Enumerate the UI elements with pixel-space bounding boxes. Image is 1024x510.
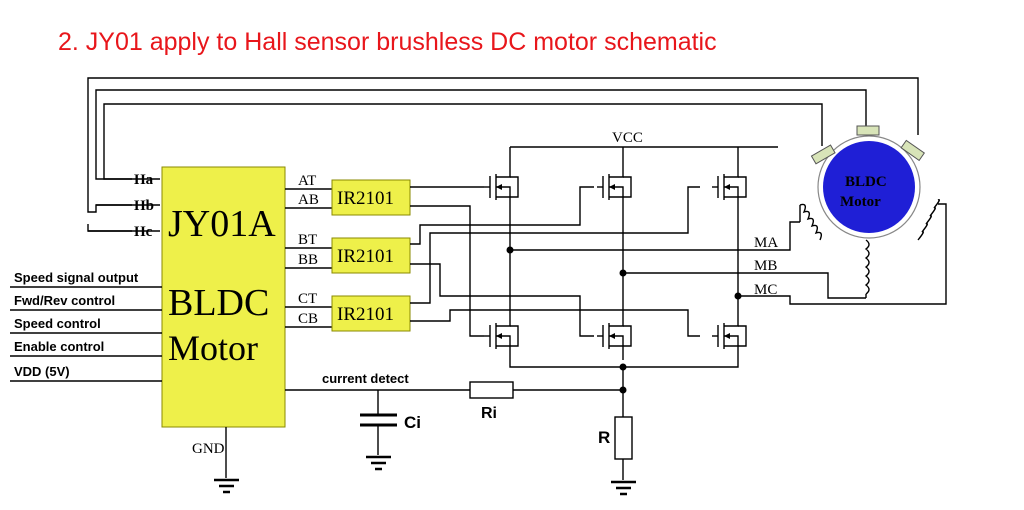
resistor-r-label: R (598, 428, 610, 447)
resistor-ri-label: Ri (481, 405, 497, 422)
mosfet-high-a (484, 172, 519, 202)
motor-label-2: Motor (840, 194, 881, 210)
driver-c-label: IR2101 (337, 304, 394, 325)
winding-c (917, 198, 941, 241)
output-label-bt: BT (298, 232, 317, 248)
output-label-ct: CT (298, 291, 317, 307)
phase-label-ma: MA (754, 235, 778, 251)
motor-label-1: BLDC (845, 174, 887, 190)
mosfet-low-b (597, 321, 632, 351)
gate-wires (410, 186, 700, 337)
winding-a (799, 203, 823, 241)
hall-label-hb: Hb (134, 198, 154, 214)
control-signals: Speed signal output Fwd/Rev control Spee… (10, 270, 162, 382)
controller-line2: BLDC (168, 282, 269, 324)
controller-line3: Motor (168, 328, 258, 368)
signal-speed-control: Speed control (14, 316, 101, 331)
ground-icon (366, 455, 391, 471)
ground-icon (214, 478, 239, 494)
signal-fwd-rev: Fwd/Rev control (14, 293, 115, 308)
phase-label-mc: MC (754, 282, 777, 298)
bldc-motor: BLDC Motor (799, 125, 941, 298)
motor-windings (799, 198, 941, 298)
driver-c (331, 295, 411, 332)
signal-vdd: VDD (5V) (14, 364, 70, 379)
output-label-at: AT (298, 173, 316, 189)
mosfet-low-a (484, 321, 519, 351)
controller-name: JY01A (168, 203, 276, 245)
resistor-r (614, 416, 633, 460)
mosfet-high-c (712, 172, 747, 202)
hall-label-ha: Ha (134, 172, 154, 188)
controller-output-wires (285, 188, 332, 328)
signal-speed-output: Speed signal output (14, 270, 139, 285)
vcc-rail: VCC (509, 130, 778, 172)
mosfet-bridge (484, 172, 747, 360)
mosfet-high-b (597, 172, 632, 202)
output-label-cb: CB (298, 311, 318, 327)
signal-enable-control: Enable control (14, 339, 104, 354)
vcc-label: VCC (612, 130, 643, 146)
gnd-label: GND (192, 441, 225, 457)
resistor-ri (469, 381, 514, 399)
controller-output-labels: AT AB BT BB CT CB (298, 173, 319, 327)
output-label-bb: BB (298, 252, 318, 268)
hall-sensor-left (810, 144, 836, 165)
capacitor-ci-label: Ci (404, 413, 421, 432)
current-detect-label: current detect (322, 371, 409, 386)
driver-b (331, 237, 411, 274)
controller-body (161, 166, 286, 428)
output-label-ab: AB (298, 192, 319, 208)
driver-b-label: IR2101 (337, 246, 394, 267)
hall-feedback-wires (87, 77, 919, 232)
mosfet-low-c (712, 321, 747, 351)
hall-label-hc: Hc (134, 224, 153, 240)
winding-b (864, 239, 870, 295)
phase-lines: MA MB MC (506, 203, 947, 305)
driver-a (331, 179, 411, 216)
ground-symbols (214, 427, 636, 496)
diagram-title: 2. JY01 apply to Hall sensor brushless D… (58, 28, 717, 56)
ground-icon (611, 480, 636, 496)
hall-sensor-top (856, 125, 880, 136)
driver-a-label: IR2101 (337, 188, 394, 209)
phase-label-mb: MB (754, 258, 777, 274)
hall-sensor-right (900, 139, 926, 162)
motor-core (823, 141, 915, 233)
current-detect-network: current detect Ri Ci R (285, 371, 633, 480)
jy01a-controller: JY01A BLDC Motor Ha Hb Hc GND (134, 166, 286, 457)
gate-drivers: IR2101 IR2101 IR2101 (331, 179, 411, 332)
